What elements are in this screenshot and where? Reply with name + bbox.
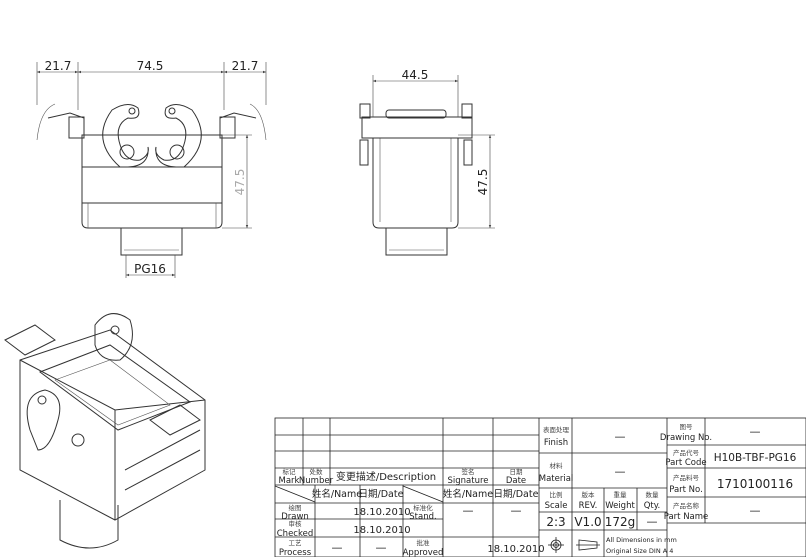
weight-label: Weight <box>605 501 635 511</box>
weight-value: 172g <box>605 515 636 529</box>
qty-label-cn: 数量 <box>646 490 660 499</box>
weight-label-cn: 重量 <box>614 491 628 499</box>
drawn-label: Drawn <box>281 512 309 522</box>
checked-label: Checked <box>277 529 313 539</box>
dim-front-height: 47.5 <box>233 169 247 196</box>
process-date: — <box>376 541 387 554</box>
dim-side-width: 44.5 <box>402 68 429 82</box>
date-label-cn: 日期 <box>510 468 524 476</box>
finish-label: Finish <box>544 438 568 448</box>
side-dimensions: 44.5 47.5 <box>372 68 495 229</box>
isometric-view <box>4 313 206 549</box>
front-dimensions: 21.7 74.5 21.7 47.5 PG16 <box>36 59 267 278</box>
rev-label-cn: 版本 <box>582 490 596 499</box>
scale-label-cn: 比例 <box>550 490 563 499</box>
size-note: Original Size DIN A 4 <box>606 547 673 555</box>
dim-side-height: 47.5 <box>476 169 490 196</box>
part-name-label: Part Name <box>664 512 709 522</box>
process-name: — <box>332 541 343 554</box>
dim-front-width: 74.5 <box>137 59 164 73</box>
number-label-cn: 处数 <box>310 467 324 476</box>
stand-label: Stand. <box>409 512 436 522</box>
stand-date: — <box>511 504 522 517</box>
name-header: 姓名/Name <box>312 488 362 500</box>
id-block: 图号 Drawing No. — 产品代号 Part Code H10B-TBF… <box>660 423 797 522</box>
description-label: 变更描述/Description <box>336 470 436 483</box>
checked-label-cn: 审核 <box>289 519 303 528</box>
material-label-cn: 材料 <box>550 461 564 470</box>
projection-symbol-icon <box>548 537 600 553</box>
approved-date: 18.10.2010 <box>487 544 544 555</box>
approved-label: Approved <box>403 548 444 557</box>
signature-label: Signature <box>447 476 488 486</box>
process-label: Process <box>279 548 312 557</box>
number-label: Number <box>299 476 334 486</box>
signature-label-cn: 签名 <box>462 467 475 476</box>
side-view <box>359 103 473 256</box>
part-no-label: Part No. <box>669 485 703 495</box>
drawn-date: 18.10.2010 <box>353 507 410 518</box>
part-code-label-cn: 产品代号 <box>673 448 700 457</box>
part-code-label: Part Code <box>665 458 706 468</box>
checked-date: 18.10.2010 <box>353 525 410 536</box>
part-code-value: H10B-TBF-PG16 <box>714 452 797 464</box>
date-label: Date <box>506 476 526 486</box>
dim-front-right-flange: 21.7 <box>232 59 259 73</box>
part-no-label-cn: 产品料号 <box>673 473 700 482</box>
process-label-cn: 工艺 <box>289 539 303 547</box>
mark-label-cn: 标记 <box>283 467 297 476</box>
finish-value: — <box>615 430 626 443</box>
drawing-no-label-cn: 图号 <box>680 423 694 431</box>
stand-label-cn: 标准化 <box>413 503 433 512</box>
part-name-value: — <box>750 504 761 517</box>
name-header-2: 姓名/Name <box>443 488 493 500</box>
stand-name: — <box>463 504 474 517</box>
part-no-value: 1710100116 <box>717 477 793 491</box>
date-header-2: 日期/Date <box>494 489 539 500</box>
units-note: All Dimensions in mm <box>606 536 677 544</box>
scale-label: Scale <box>545 501 568 511</box>
drawn-label-cn: 绘图 <box>289 503 302 512</box>
rev-label: REV. <box>579 501 598 511</box>
finish-label-cn: 表面处理 <box>543 425 570 434</box>
drawing-no-label: Drawing No. <box>660 433 712 443</box>
title-block <box>274 417 806 557</box>
date-header: 日期/Date <box>359 489 404 500</box>
front-view <box>36 103 267 256</box>
mark-label: Mark <box>279 476 300 486</box>
part-name-label-cn: 产品名称 <box>673 501 700 510</box>
material-label: Material <box>539 474 574 484</box>
scale-value: 2:3 <box>546 515 565 529</box>
spec-block: 表面处理 Finish — 材料 Material — 比例 Scale 版本 … <box>539 425 677 555</box>
material-value: — <box>615 465 626 478</box>
qty-label: Qty. <box>644 501 661 511</box>
approved-label-cn: 批准 <box>417 538 431 547</box>
qty-value: — <box>647 515 658 528</box>
rev-value: V1.0 <box>574 515 601 529</box>
revision-block: 标记 Mark 处数 Number 变更描述/Description 签名 Si… <box>277 467 545 557</box>
drawing-no-value: — <box>750 425 761 438</box>
dim-front-left-flange: 21.7 <box>45 59 72 73</box>
dim-thread: PG16 <box>134 262 166 276</box>
